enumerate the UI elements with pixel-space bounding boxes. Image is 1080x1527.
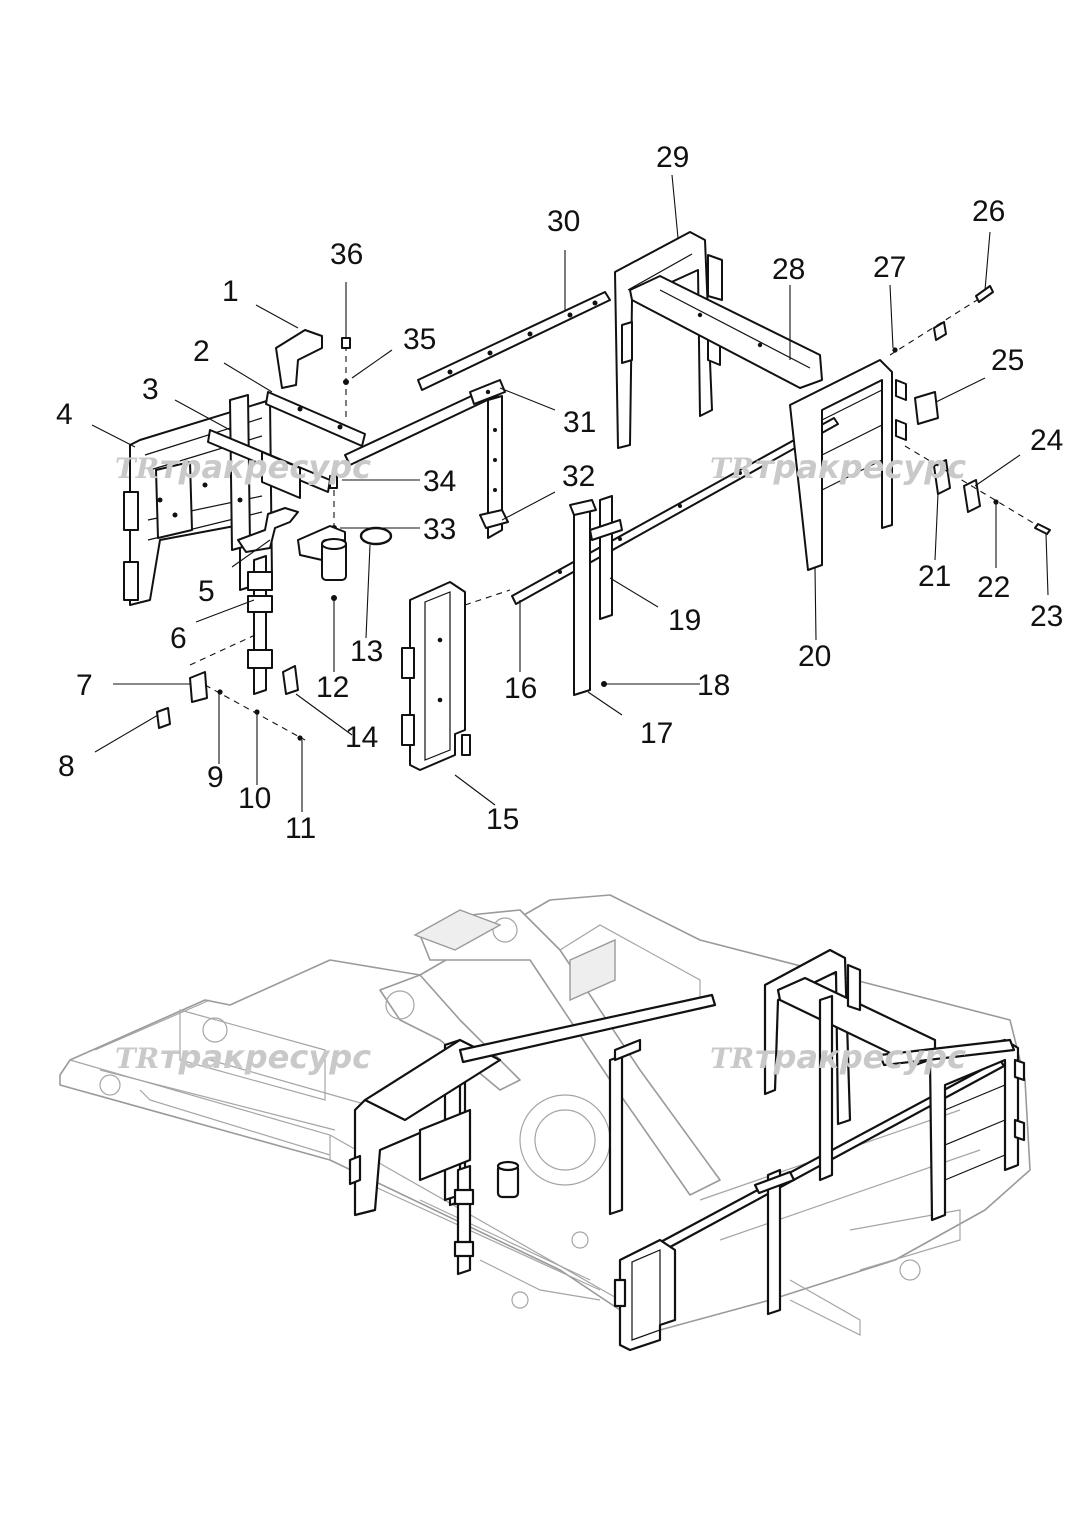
callout-30: 30 — [547, 205, 580, 238]
part-3-cross-member — [207, 429, 331, 499]
assembled-front-frame — [613, 1238, 677, 1352]
watermark-bottom-left: TR тракресурс — [115, 1038, 371, 1076]
callout-numbers: 1 2 3 4 5 6 7 8 9 10 11 12 13 14 15 16 1… — [56, 141, 1063, 845]
part-14-clamp — [282, 665, 299, 695]
watermark-text: тракресурс — [160, 448, 371, 486]
part-1-bracket — [275, 329, 323, 389]
assembled-left-frame — [348, 993, 717, 1276]
callout-29: 29 — [656, 141, 689, 174]
callout-27: 27 — [873, 251, 906, 284]
part-13-o-ring — [359, 526, 393, 546]
part-16-long-rail — [511, 417, 839, 605]
part-29-rear-frame — [614, 231, 723, 449]
callout-4: 4 — [56, 398, 73, 431]
part-21-bracket — [933, 459, 951, 495]
callout-34: 34 — [423, 465, 456, 498]
part-15-side-frame — [401, 581, 511, 771]
part-31-bracket — [469, 379, 506, 405]
callout-12: 12 — [316, 671, 349, 704]
callout-19: 19 — [668, 604, 701, 637]
callout-25: 25 — [991, 344, 1024, 377]
leader-lines — [91, 174, 1049, 812]
part-12-filter — [297, 525, 347, 601]
watermark-logo: TR — [115, 452, 159, 485]
callout-26: 26 — [972, 195, 1005, 228]
callout-9: 9 — [207, 761, 224, 794]
callout-2: 2 — [193, 335, 210, 368]
callout-35: 35 — [403, 323, 436, 356]
fasteners-9-11 — [189, 634, 306, 741]
callout-3: 3 — [142, 373, 159, 406]
callout-18: 18 — [697, 669, 730, 702]
part-17-upright — [569, 499, 597, 696]
watermark-logo: TR — [710, 452, 754, 485]
assembled-view: TR тракресурс TR тракресурс — [59, 894, 1031, 1352]
part-5-bracket — [237, 507, 299, 553]
part-8-plate — [156, 707, 171, 729]
watermark-top-left: TR тракресурс — [115, 448, 371, 486]
callout-36: 36 — [330, 238, 363, 271]
callout-14: 14 — [345, 721, 378, 754]
callout-20: 20 — [798, 640, 831, 673]
part-32-post — [479, 395, 509, 539]
part-18-bolt — [601, 681, 607, 687]
part-6-bracket — [247, 555, 273, 695]
callout-1: 1 — [222, 275, 239, 308]
watermark-text: тракресурс — [755, 1038, 966, 1076]
part-2-cross-member — [265, 391, 366, 447]
part-25-plate — [914, 391, 939, 425]
callout-22: 22 — [977, 571, 1010, 604]
part-19-upright — [589, 495, 623, 620]
part-28-cross-member — [629, 275, 823, 389]
callout-15: 15 — [486, 803, 519, 836]
part-20-right-frame — [789, 359, 907, 571]
callout-32: 32 — [562, 460, 595, 493]
fasteners-36-33 — [329, 337, 351, 531]
callout-16: 16 — [504, 672, 537, 705]
callout-10: 10 — [238, 782, 271, 815]
part-7-plate — [189, 671, 208, 703]
watermark-text: тракресурс — [160, 1038, 371, 1076]
callout-8: 8 — [58, 750, 75, 783]
watermark-text: тракресурс — [755, 448, 966, 486]
watermark-top-right: TR тракресурс — [710, 448, 966, 486]
assembled-rear-frame — [763, 948, 937, 1182]
assembled-right-frame — [878, 1038, 1026, 1222]
callout-28: 28 — [772, 253, 805, 286]
callout-11: 11 — [285, 812, 316, 845]
callout-33: 33 — [423, 513, 456, 546]
exploded-view: 1 2 3 4 5 6 7 8 9 10 11 12 13 14 15 16 1… — [56, 141, 1063, 845]
part-30-top-member — [344, 291, 611, 466]
callout-21: 21 — [918, 560, 951, 593]
callout-13: 13 — [350, 635, 383, 668]
callout-5: 5 — [198, 575, 215, 608]
callout-6: 6 — [170, 622, 187, 655]
callout-24: 24 — [1030, 424, 1063, 457]
fasteners-22-27 — [889, 285, 1051, 535]
callout-17: 17 — [640, 717, 673, 750]
watermark-logo: TR — [710, 1042, 754, 1075]
watermark-logo: TR — [115, 1042, 159, 1075]
callout-31: 31 — [563, 406, 596, 439]
callout-23: 23 — [1030, 600, 1063, 633]
callout-7: 7 — [76, 669, 93, 702]
watermark-bottom-right: TR тракресурс — [710, 1038, 966, 1076]
